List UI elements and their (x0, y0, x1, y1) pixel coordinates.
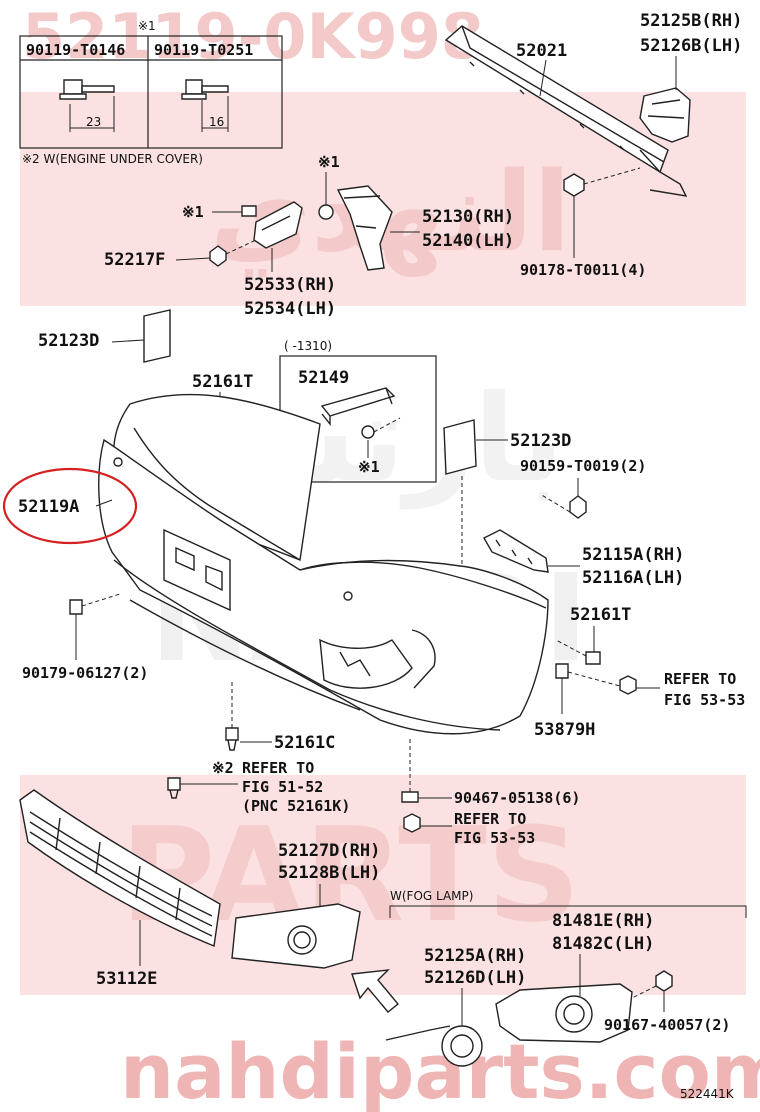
label-refer2-b: FIG 51-52 (242, 778, 323, 796)
clip-52130 (318, 172, 334, 220)
fog-bezel (231, 903, 361, 969)
bolt-1-drawing (59, 79, 115, 132)
label-refer2-a: REFER TO (242, 759, 314, 777)
label-refer2-c: (PNC 52161K) (242, 797, 350, 815)
label-52128b: 52128B(LH) (278, 863, 380, 883)
inset-clip-drawing (320, 387, 401, 458)
label-52021: 52021 (516, 41, 567, 61)
label-52534: 52534(LH) (244, 299, 336, 319)
pad-52123d-right (443, 419, 477, 475)
bumper-cover (98, 393, 549, 735)
label-53879h: 53879H (534, 720, 595, 740)
lower-grille (19, 789, 221, 947)
label-52125b: 52125B(RH) (640, 11, 742, 31)
clip-engine-cover (167, 777, 238, 799)
label-52217f: 52217F (104, 250, 165, 270)
label-52126b: 52126B(LH) (640, 36, 742, 56)
label-52125a: 52125A(RH) (424, 946, 526, 966)
screw-90167 (631, 970, 673, 999)
nut-90179 (69, 593, 121, 615)
screw-53879h (555, 663, 660, 695)
inset-box: ( -1310) 52149 ※1 (279, 339, 437, 483)
bolt-2-drawing (181, 79, 229, 132)
label-refer1-a: REFER TO (664, 670, 736, 688)
label-52161t-b: 52161T (570, 605, 631, 625)
label-refer3-b: FIG 53-53 (454, 829, 535, 847)
label-52127d: 52127D(RH) (278, 841, 380, 861)
label-52130: 52130(RH) (422, 207, 514, 227)
inset-marker: ※1 (358, 458, 380, 476)
marker-52533: ※1 (182, 203, 204, 221)
label-90178: 90178-T0011(4) (520, 261, 646, 279)
label-52119a: 52119A (18, 497, 79, 517)
fog-group-bracket (389, 905, 747, 918)
label-52116a: 52116A(LH) (582, 568, 684, 588)
bolt-dim-2: 16 (209, 115, 224, 129)
direction-arrow (351, 969, 399, 1013)
label-52123d-a: 52123D (38, 331, 99, 351)
label-52123d-b: 52123D (510, 431, 571, 451)
label-53112e: 53112E (96, 969, 157, 989)
label-90167: 90167-40057(2) (604, 1016, 730, 1034)
figure-code: 522441K (680, 1087, 735, 1101)
fog-note: W(FOG LAMP) (390, 889, 473, 903)
label-mk2: ※2 (212, 759, 234, 777)
fog-lamp-ring (385, 1025, 483, 1067)
label-refer1-b: FIG 53-53 (664, 691, 745, 709)
screw-refer3 (403, 813, 452, 833)
label-90179: 90179-06127(2) (22, 664, 148, 682)
retainer-bracket-52130 (336, 185, 393, 271)
bolt-table-footnote: ※2 W(ENGINE UNDER COVER) (22, 152, 203, 166)
bolt-table-marker: ※1 (138, 19, 156, 33)
bolt-part-1: 90119-T0146 (26, 41, 125, 59)
reinforcement-bar (444, 25, 688, 197)
bolt-table-frame (19, 35, 283, 149)
label-52161t-a: 52161T (192, 372, 253, 392)
bolt-dim-1: 23 (86, 115, 101, 129)
nut-90178 (563, 167, 641, 197)
label-81482c: 81482C(LH) (552, 934, 654, 954)
side-spacer-52533 (253, 201, 303, 249)
nut-90467 (401, 736, 452, 803)
label-52533: 52533(RH) (244, 275, 336, 295)
inset-part-label: 52149 (298, 368, 349, 388)
fog-lamp-cover (495, 983, 633, 1043)
pad-52123d-left (143, 309, 171, 363)
label-52140: 52140(LH) (422, 231, 514, 251)
clip-52161t-lower (555, 639, 601, 665)
label-52161c: 52161C (274, 733, 335, 753)
label-52115a: 52115A(RH) (582, 545, 684, 565)
label-90159: 90159-T0019(2) (520, 457, 646, 475)
label-90467: 90467-05138(6) (454, 789, 580, 807)
inset-range: ( -1310) (284, 339, 332, 353)
bolt-table: ※1 90119-T0146 90119-T0251 23 16 ※2 W(EN… (19, 19, 283, 166)
watermark-site: nahdiparts.com (120, 1027, 760, 1112)
label-81481e: 81481E(RH) (552, 911, 654, 931)
label-refer3-a: REFER TO (454, 810, 526, 828)
highlight-ellipse-52119a (2, 467, 138, 545)
side-support-52115a (483, 529, 549, 573)
bumper-bracket-upper (639, 87, 691, 143)
clip-52161c (225, 680, 239, 751)
screw-52533 (212, 205, 257, 217)
bolt-part-2: 90119-T0251 (154, 41, 253, 59)
marker-52130: ※1 (318, 153, 340, 171)
screw-52217f (209, 239, 257, 267)
label-52126d: 52126D(LH) (424, 968, 526, 988)
